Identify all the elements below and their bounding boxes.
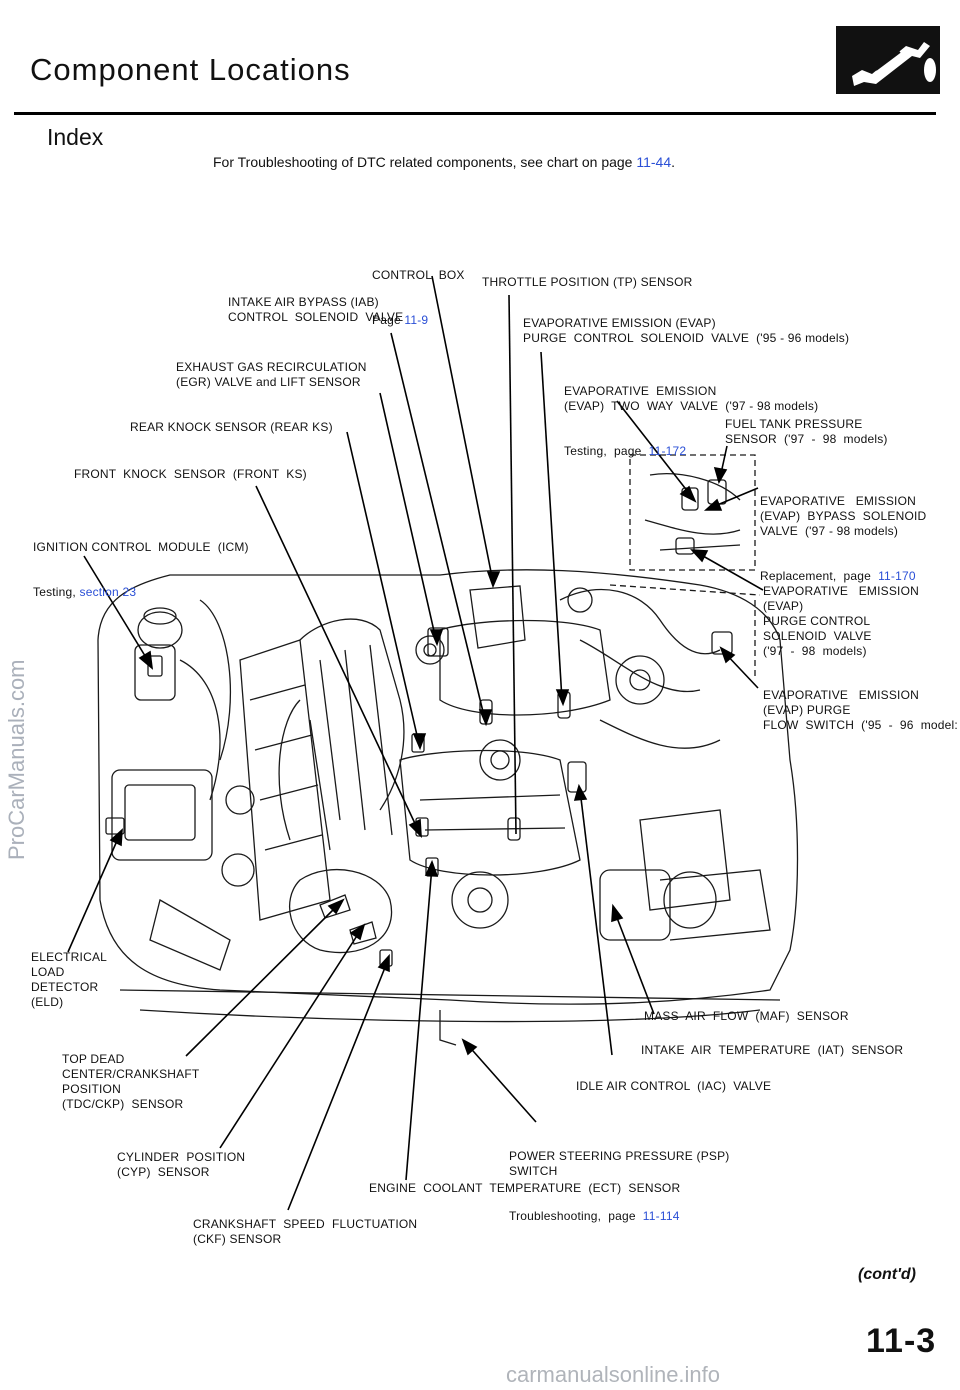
label-rear-ks: REAR KNOCK SENSOR (REAR KS) bbox=[130, 420, 333, 434]
header-rule bbox=[14, 112, 936, 115]
label-front-ks: FRONT KNOCK SENSOR (FRONT KS) bbox=[74, 467, 307, 481]
label-evap-two-way: EVAPORATIVE EMISSION (EVAP) TWO WAY VALV… bbox=[564, 354, 818, 474]
evap-two-way-title: EVAPORATIVE EMISSION (EVAP) TWO WAY VALV… bbox=[564, 384, 819, 413]
evap-bypass-ref-text: Replacement, page bbox=[760, 569, 879, 583]
evap-two-way-ref: Testing, page 11-172 bbox=[564, 444, 818, 459]
label-psp-switch: POWER STEERING PRESSURE (PSP) SWITCH Tro… bbox=[509, 1119, 730, 1239]
psp-title: POWER STEERING PRESSURE (PSP) SWITCH bbox=[509, 1149, 730, 1178]
control-box-ref-text: Page bbox=[372, 313, 405, 327]
label-iac-valve: IDLE AIR CONTROL (IAC) VALVE bbox=[576, 1079, 772, 1093]
evap-bypass-ref: Replacement, page 11-170 bbox=[760, 569, 926, 584]
label-ect-sensor: ENGINE COOLANT TEMPERATURE (ECT) SENSOR bbox=[369, 1181, 681, 1195]
label-evap-purge-95: EVAPORATIVE EMISSION (EVAP) PURGE CONTRO… bbox=[523, 316, 850, 345]
label-tp-sensor: THROTTLE POSITION (TP) SENSOR bbox=[482, 275, 693, 289]
page-title: Component Locations bbox=[30, 52, 351, 87]
evap-two-way-ref-text: Testing, page bbox=[564, 444, 649, 458]
evap-bypass-title: EVAPORATIVE EMISSION (EVAP) BYPASS SOLEN… bbox=[760, 494, 927, 538]
label-eld: ELECTRICAL LOAD DETECTOR (ELD) bbox=[31, 950, 108, 1009]
label-tdc-ckp-sensor: TOP DEAD CENTER/CRANKSHAFT POSITION (TDC… bbox=[62, 1052, 200, 1111]
label-icm: IGNITION CONTROL MODULE (ICM) Testing, s… bbox=[33, 510, 249, 615]
control-box-title: CONTROL BOX bbox=[372, 268, 465, 282]
control-box-link[interactable]: 11-9 bbox=[404, 313, 429, 327]
label-control-box: CONTROL BOX Page 11-9 bbox=[372, 238, 465, 343]
icm-ref-text: Testing, bbox=[33, 585, 80, 599]
battery-box bbox=[111, 769, 213, 861]
evap-two-way-link[interactable]: 11-172 bbox=[648, 444, 687, 458]
evap-bypass-link[interactable]: 11-170 bbox=[878, 569, 916, 583]
label-evap-purge-97: EVAPORATIVE EMISSION (EVAP) PURGE CONTRO… bbox=[763, 584, 919, 658]
label-evap-flow-switch: EVAPORATIVE EMISSION (EVAP) PURGE FLOW S… bbox=[763, 688, 958, 732]
label-egr-valve: EXHAUST GAS RECIRCULATION (EGR) VALVE an… bbox=[176, 360, 367, 389]
label-maf-sensor: MASS AIR FLOW (MAF) SENSOR bbox=[644, 1009, 849, 1023]
label-ckf-sensor: CRANKSHAFT SPEED FLUCTUATION (CKF) SENSO… bbox=[193, 1217, 418, 1246]
icm-title: IGNITION CONTROL MODULE (ICM) bbox=[33, 540, 249, 554]
intro-prefix: For Troubleshooting of DTC related compo… bbox=[213, 154, 637, 170]
psp-ref-text: Troubleshooting, page bbox=[509, 1209, 643, 1223]
label-cyp-sensor: CYLINDER POSITION (CYP) SENSOR bbox=[117, 1150, 246, 1179]
icm-ref: Testing, section 23 bbox=[33, 585, 249, 600]
icm-link[interactable]: section 23 bbox=[79, 585, 137, 599]
intro-suffix: . bbox=[671, 154, 676, 170]
footer-watermark: carmanualsonline.info bbox=[506, 1362, 721, 1387]
control-box-ref: Page 11-9 bbox=[372, 313, 465, 328]
continued-label: (cont'd) bbox=[858, 1266, 917, 1283]
psp-link[interactable]: 11-114 bbox=[642, 1209, 680, 1223]
side-watermark: ProCarManuals.com bbox=[4, 659, 29, 860]
label-evap-bypass: EVAPORATIVE EMISSION (EVAP) BYPASS SOLEN… bbox=[760, 464, 926, 599]
label-iab-valve: INTAKE AIR BYPASS (IAB) CONTROL SOLENOID… bbox=[228, 295, 404, 324]
page-number: 11-3 bbox=[866, 1322, 937, 1360]
label-fuel-tank-sensor: FUEL TANK PRESSURE SENSOR ('97 - 98 mode… bbox=[725, 417, 888, 446]
psp-ref: Troubleshooting, page 11-114 bbox=[509, 1209, 730, 1224]
fuel-nozzle-icon bbox=[836, 26, 940, 94]
intro-text: For Troubleshooting of DTC related compo… bbox=[213, 154, 675, 170]
section-heading: Index bbox=[47, 124, 104, 150]
label-iat-sensor: INTAKE AIR TEMPERATURE (IAT) SENSOR bbox=[641, 1043, 904, 1057]
dtc-chart-link[interactable]: 11-44 bbox=[636, 154, 672, 170]
